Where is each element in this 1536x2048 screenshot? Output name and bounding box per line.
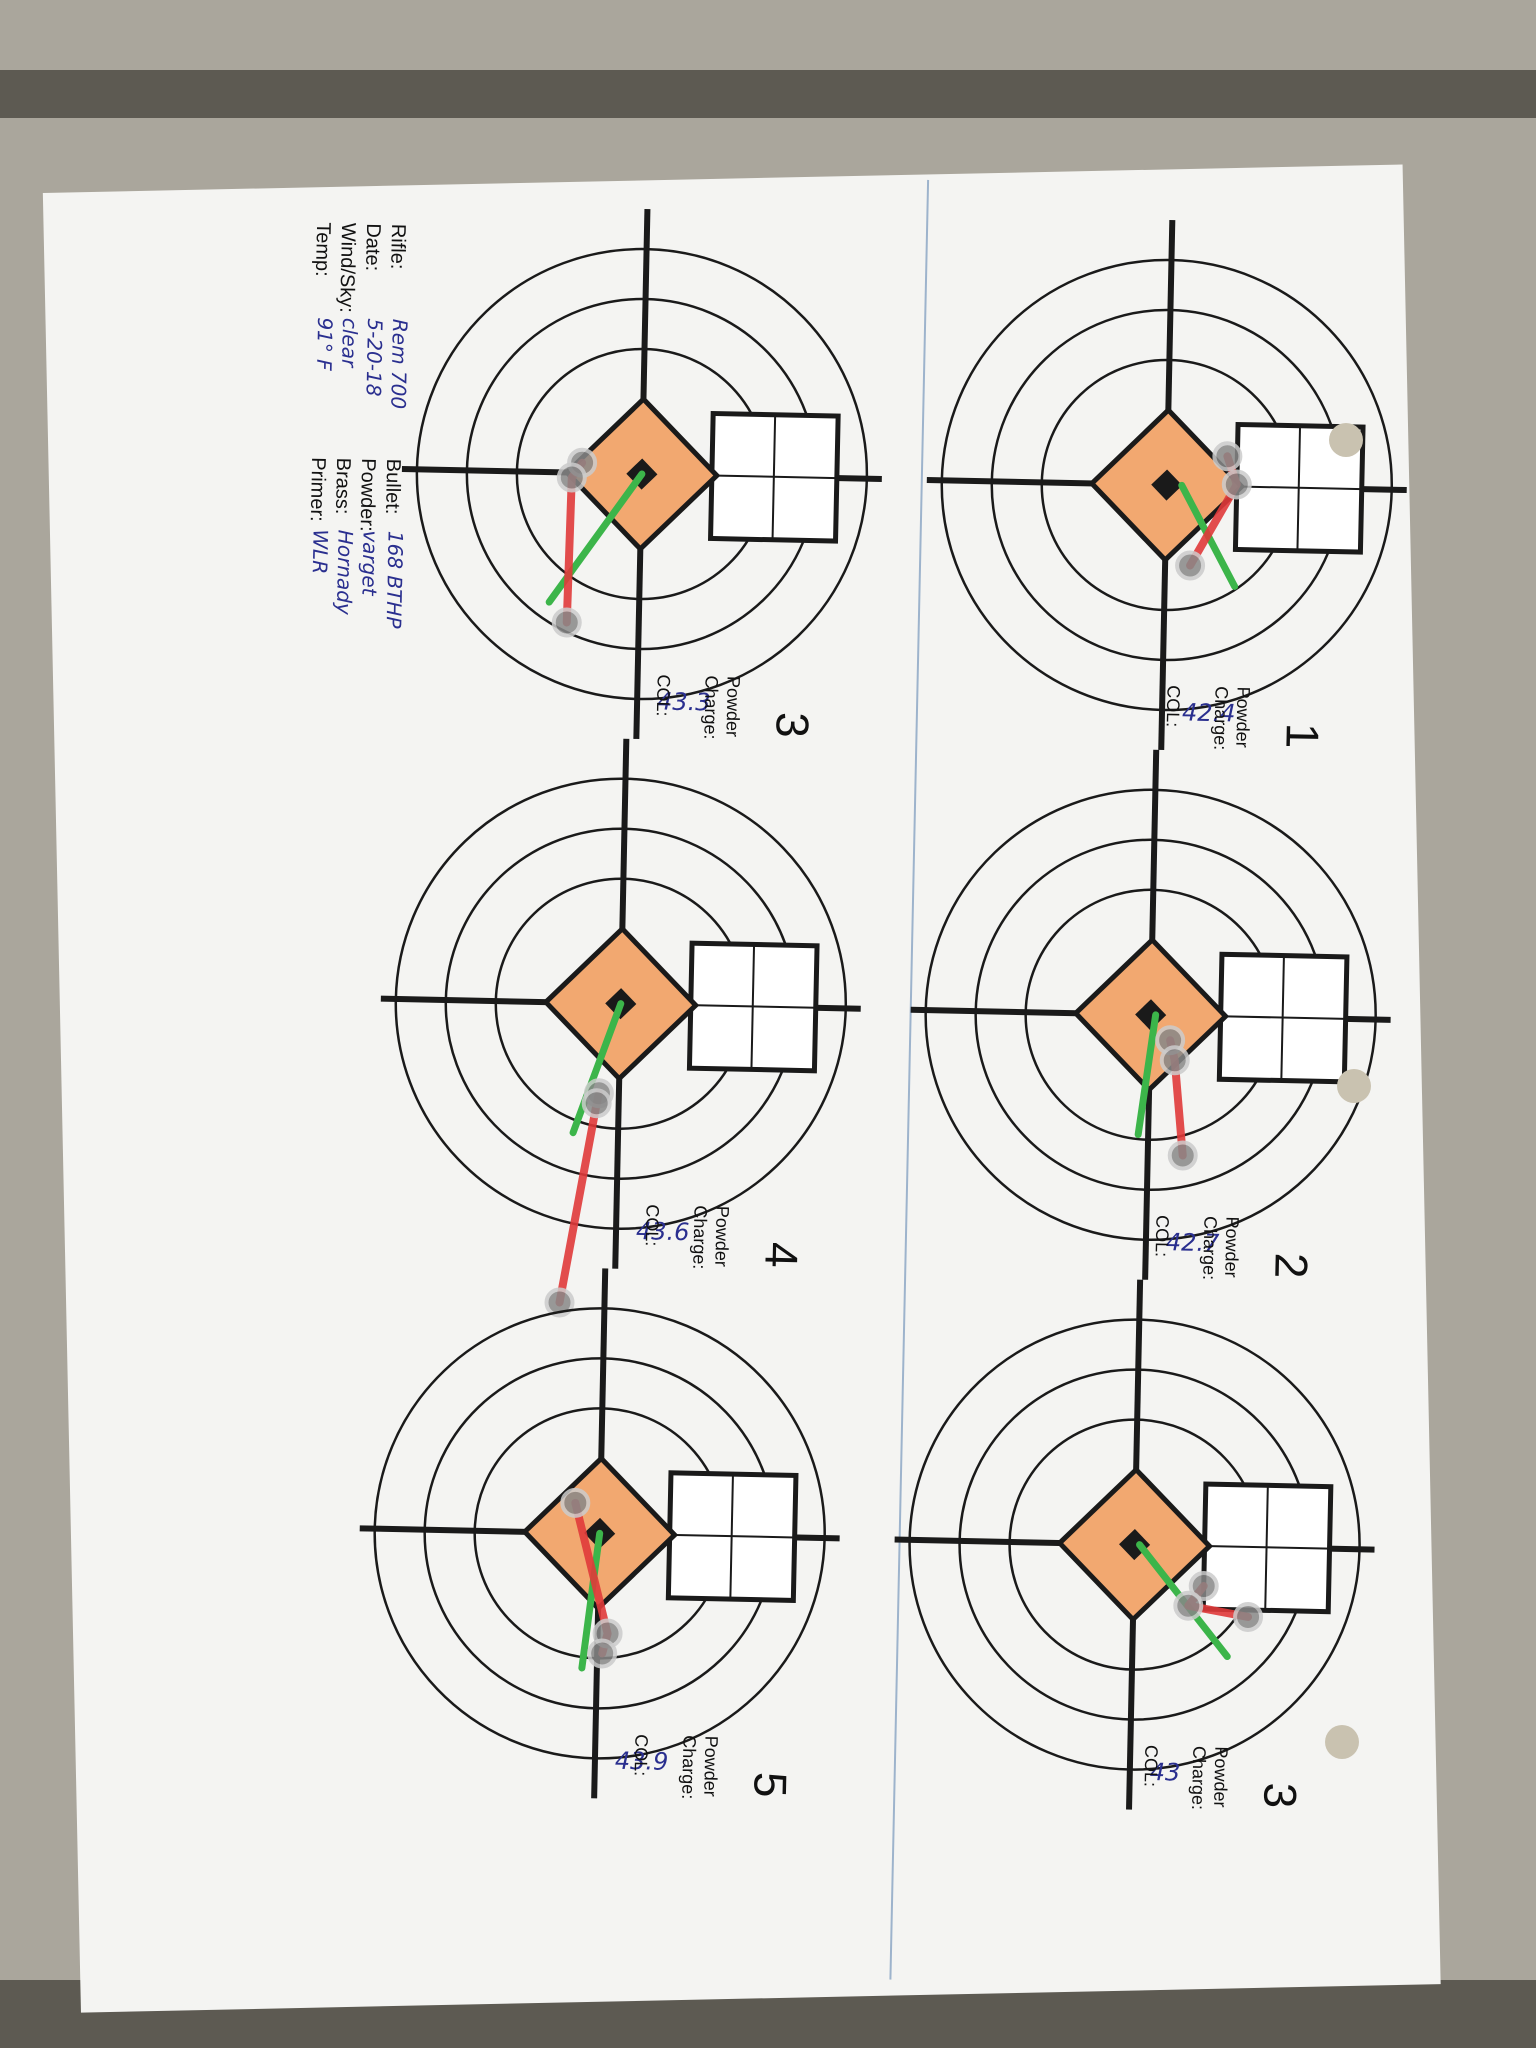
target-number: 2 xyxy=(1265,1252,1318,1279)
score-box-divider-h xyxy=(729,1474,734,1600)
target-number: 4 xyxy=(755,1242,808,1269)
score-box-divider-h xyxy=(1264,1485,1269,1611)
powder-field-label: Powder xyxy=(700,1736,721,1797)
binder-hole-bottom xyxy=(1325,1725,1359,1759)
bullet-hole-1 xyxy=(560,1487,591,1518)
target-number: 3 xyxy=(1254,1782,1307,1809)
charge-field-label: Charge: xyxy=(678,1735,699,1799)
primer-value: WLR xyxy=(308,529,333,574)
bullet-hole-3 xyxy=(544,1287,575,1318)
charge-note: 42.4 xyxy=(1182,698,1236,727)
primer-label: Primer: xyxy=(306,457,329,522)
charge-note: 42.7 xyxy=(1166,1228,1221,1257)
date-label: Date: xyxy=(361,223,384,271)
load-info-block: Rifle: Rem 700 Date: 5-20-18 Wind/Sky: c… xyxy=(306,222,412,630)
aim-dot xyxy=(1135,999,1167,1031)
brass-label: Brass: xyxy=(331,458,354,515)
aim-dot xyxy=(1151,469,1183,501)
bullet-hole-3 xyxy=(551,607,582,638)
powder-field-label: Powder xyxy=(1232,686,1253,747)
target-ring-1 xyxy=(394,777,848,1230)
bullet-hole-3 xyxy=(587,1638,618,1669)
bullet-hole-1 xyxy=(1188,1571,1219,1602)
temp-value: 91° F xyxy=(312,317,337,371)
col-field-label: COL: xyxy=(1141,1745,1162,1787)
score-box-divider-h xyxy=(1280,955,1285,1081)
col-field-label: COL: xyxy=(1163,685,1184,727)
target-ring-1 xyxy=(908,1318,1361,1771)
bullet-hole-2 xyxy=(1221,469,1252,500)
col-field-label: COL: xyxy=(642,1204,663,1246)
charge-field-label: Charge: xyxy=(1188,1746,1209,1810)
score-box-divider-h xyxy=(750,944,756,1070)
bullet-value: 168 BTHP xyxy=(382,531,408,630)
bullet-label: Bullet: xyxy=(381,459,404,515)
wind-label: Wind/Sky: xyxy=(335,223,359,313)
rifle-label: Rifle: xyxy=(386,224,409,270)
wind-value: clear xyxy=(337,318,362,370)
rifle-value: Rem 700 xyxy=(386,319,412,410)
powder-field-label: Powder xyxy=(722,676,743,737)
score-box-divider-h xyxy=(771,414,777,540)
target-ring-1 xyxy=(373,1307,826,1760)
charge-field-label: Charge: xyxy=(1210,686,1231,750)
bullet-hole-3 xyxy=(1233,1601,1264,1632)
brass-value: Hornady xyxy=(332,530,358,617)
charge-field-label: Charge: xyxy=(700,675,721,739)
charge-field-label: Charge: xyxy=(689,1205,710,1269)
powder-value: varget xyxy=(357,530,382,597)
score-box-divider-h xyxy=(1296,425,1302,551)
target-number: 5 xyxy=(744,1771,797,1798)
target-ring-1 xyxy=(415,247,869,701)
col-field-label: COL: xyxy=(653,674,674,716)
target-ring-1 xyxy=(924,788,1377,1242)
temp-label: Temp: xyxy=(311,222,334,277)
binder-hole-middle xyxy=(1337,1069,1371,1103)
green-marker-line xyxy=(569,1000,625,1137)
bullet-hole-2 xyxy=(1173,1590,1204,1621)
bullet-hole-2 xyxy=(1159,1045,1190,1076)
bullet-hole-3 xyxy=(1175,550,1206,581)
bullet-hole-2 xyxy=(581,1088,612,1119)
bullet-hole-3 xyxy=(1167,1140,1198,1171)
bullet-hole-2 xyxy=(556,462,587,493)
binder-hole-top xyxy=(1329,423,1363,457)
powder-label: Powder: xyxy=(356,458,380,532)
date-value: 5-20-18 xyxy=(361,318,387,397)
green-marker-line xyxy=(1134,1011,1160,1139)
tile-grout-top xyxy=(0,70,1536,118)
charge-field-label: Charge: xyxy=(1199,1216,1220,1280)
powder-field-label: Powder xyxy=(711,1206,732,1267)
charge-note: 43 xyxy=(1150,1758,1181,1787)
bullet-hole-1 xyxy=(1212,441,1243,472)
charge-note: 43.3 xyxy=(657,687,711,716)
powder-field-label: Powder xyxy=(1210,1746,1231,1807)
charge-note: 43.9 xyxy=(615,1747,669,1776)
target-number: 3 xyxy=(766,712,819,739)
green-marker-line xyxy=(578,1529,604,1672)
powder-field-label: Powder xyxy=(1221,1216,1242,1277)
target-ring-1 xyxy=(940,258,1394,712)
col-field-label: COL: xyxy=(1152,1215,1173,1257)
charge-note: 43.6 xyxy=(636,1217,690,1246)
target-number: 1 xyxy=(1276,722,1329,749)
fold-line xyxy=(889,179,930,1980)
col-field-label: COL: xyxy=(631,1734,652,1776)
